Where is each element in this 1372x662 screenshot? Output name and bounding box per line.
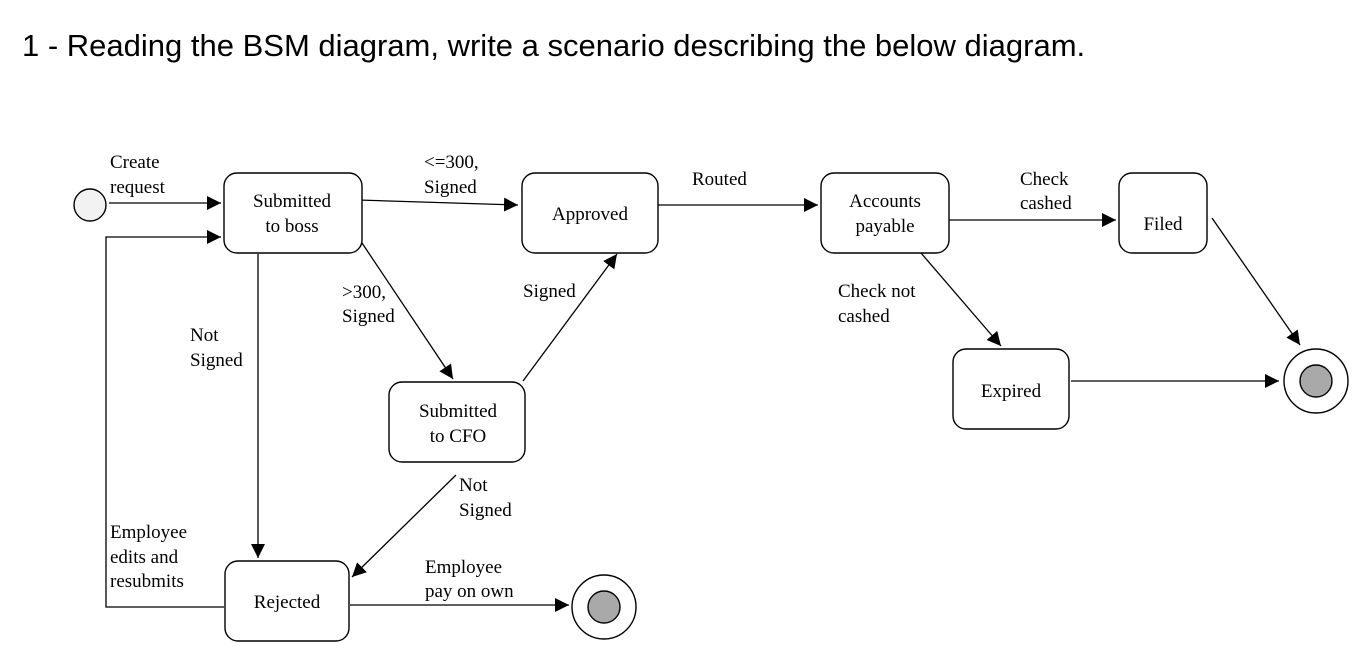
state-label-line: Accounts (849, 191, 921, 212)
label-line: Signed (190, 350, 243, 371)
label-create-request: Create request (110, 152, 166, 198)
label-line: >300, (342, 282, 386, 303)
state-label-line: to CFO (430, 426, 487, 447)
edge-resubmit (105, 230, 224, 608)
state-label-line: payable (855, 216, 914, 237)
label-le-300-signed: <=300, Signed (424, 152, 479, 198)
label-line: Employee (110, 522, 187, 543)
initial-state (73, 188, 107, 222)
state-label-line: Filed (1143, 214, 1183, 235)
edge-cfo-rejected (351, 474, 457, 578)
label-line: Signed (342, 306, 395, 327)
label-employee-pay-own: Employee pay on own (425, 557, 514, 602)
label-line: Employee (425, 557, 502, 578)
label-employee-resubmits: Employee edits and resubmits (110, 522, 187, 592)
edge-filed-final (1211, 217, 1301, 346)
label-line: Check not (838, 281, 916, 302)
final-state-right (1283, 348, 1349, 414)
label-line: cashed (838, 306, 890, 327)
state-approved: Approved (521, 172, 659, 254)
edge-cfo-approved (522, 253, 618, 382)
label-line: pay on own (425, 581, 514, 602)
edge-to-cfo (359, 239, 454, 380)
state-rejected: Rejected (224, 560, 350, 642)
state-expired: Expired (952, 348, 1070, 430)
label-line: cashed (1020, 193, 1072, 214)
label-line: <=300, (424, 152, 479, 173)
state-label-line: to boss (265, 216, 318, 237)
label-check-not-cashed: Check not cashed (838, 281, 916, 327)
label-not-signed-boss: Not Signed (190, 325, 243, 371)
label-line: Not (459, 475, 488, 496)
state-filed: Filed (1118, 172, 1208, 254)
edge-check-not-cashed (920, 252, 1002, 347)
label-line: Signed (523, 281, 576, 302)
state-label-line: Rejected (254, 592, 321, 613)
final-state-bottom (571, 574, 637, 640)
label-signed-cfo: Signed (523, 281, 576, 302)
label-check-cashed: Check cashed (1020, 169, 1072, 214)
label-line: resubmits (110, 571, 184, 592)
label-gt-300-signed: >300, Signed (342, 282, 395, 327)
label-line: request (110, 177, 166, 198)
state-submitted-to-cfo: Submitted to CFO (388, 381, 526, 463)
label-line: Routed (692, 169, 747, 190)
state-label-line: Expired (981, 381, 1042, 402)
state-label-line: Submitted (419, 401, 498, 422)
label-not-signed-cfo: Not Signed (459, 475, 512, 521)
label-line: Check (1020, 169, 1069, 190)
edge-to-approved (357, 197, 519, 212)
label-line: Signed (424, 177, 477, 198)
label-line: Create (110, 152, 160, 173)
state-label-line: Approved (552, 204, 628, 225)
question-text: 1 - Reading the BSM diagram, write a sce… (22, 28, 1086, 63)
label-routed: Routed (692, 169, 747, 190)
state-submitted-to-boss: Submitted to boss (223, 172, 363, 254)
state-label-line: Submitted (253, 191, 332, 212)
state-accounts-payable: Accounts payable (820, 172, 950, 254)
label-line: Not (190, 325, 219, 346)
label-line: Signed (459, 500, 512, 521)
label-line: edits and (110, 547, 179, 568)
